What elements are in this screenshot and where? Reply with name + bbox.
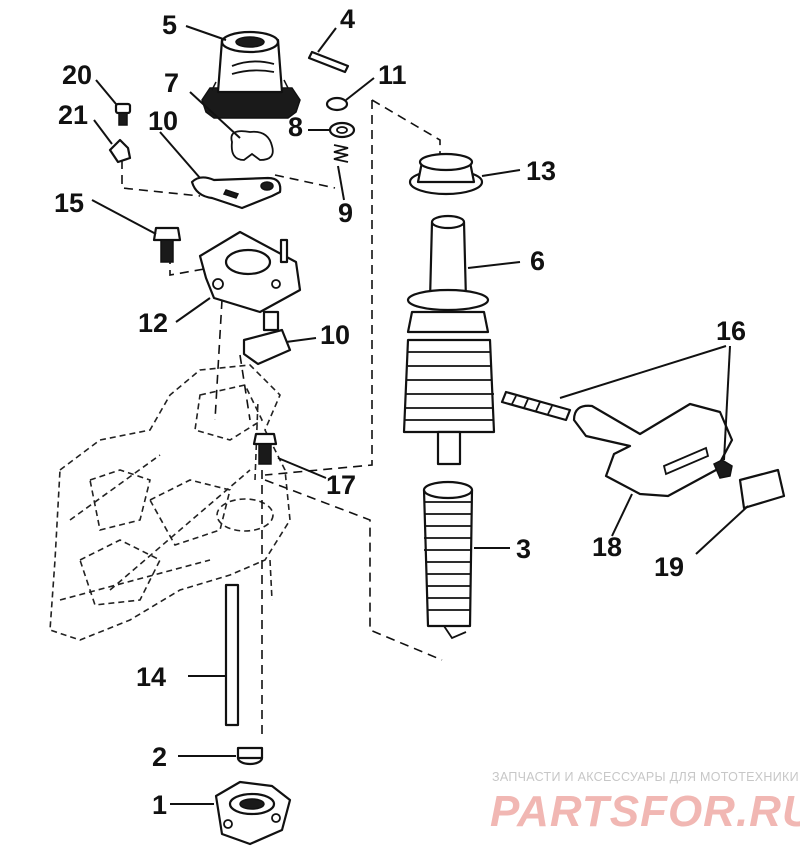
- callout-10-lower: 10: [320, 320, 350, 350]
- callout-labels: 5 4 20 7 11 21 10 8 13 15 9 6 12 10 16 1…: [54, 4, 746, 820]
- callout-8: 8: [288, 112, 303, 142]
- rope-anchor-16: [713, 459, 733, 479]
- bracket-12: [198, 230, 302, 314]
- assembly-lines: [121, 99, 443, 740]
- callout-20: 20: [62, 60, 92, 90]
- bolt-17: [252, 432, 278, 465]
- clip-21: [108, 138, 132, 164]
- callout-11: 11: [378, 60, 407, 90]
- rewind-spring-3: [422, 480, 474, 640]
- callout-18: 18: [592, 532, 622, 562]
- callout-2: 2: [152, 742, 167, 772]
- callout-14: 14: [136, 662, 166, 692]
- callout-10-upper: 10: [148, 106, 178, 136]
- washer-8: [328, 121, 356, 139]
- watermark-brand: PARTSFOR.RU: [490, 787, 800, 836]
- starter-rope-16: [500, 390, 572, 422]
- callout-3: 3: [516, 534, 531, 564]
- bolt-15: [152, 226, 182, 263]
- callout-6: 6: [530, 246, 545, 276]
- spring-clip-7: [230, 130, 274, 161]
- callout-5: 5: [162, 10, 177, 40]
- starter-handle-18: [572, 402, 734, 498]
- screw-20: [114, 102, 132, 126]
- starter-shaft-6: [402, 214, 496, 466]
- lever-cam-10: [242, 310, 292, 366]
- callout-16: 16: [716, 316, 746, 346]
- callout-9: 9: [338, 198, 353, 228]
- callout-15: 15: [54, 188, 84, 218]
- callout-12: 12: [138, 308, 168, 338]
- callout-21: 21: [58, 100, 88, 130]
- pinion-gear-5: [201, 30, 301, 119]
- callout-4: 4: [340, 4, 355, 34]
- spring-9: [333, 144, 349, 163]
- callout-7: 7: [164, 68, 179, 98]
- ghost-housing: [49, 364, 291, 641]
- retaining-ring-11: [325, 96, 349, 112]
- callout-1: 1: [152, 790, 167, 820]
- pin-4: [307, 50, 350, 74]
- callout-17: 17: [326, 470, 356, 500]
- lever-10: [190, 176, 282, 210]
- grommet-2: [236, 746, 264, 766]
- handle-insert-19: [738, 468, 786, 510]
- rod-14: [224, 583, 240, 727]
- callout-19: 19: [654, 552, 684, 582]
- bushing-13: [408, 152, 484, 196]
- leader-lines: [91, 25, 749, 805]
- bearing-housing-1: [214, 780, 292, 846]
- watermark: ЗАПЧАСТИ И АКСЕССУАРЫ ДЛЯ МОТОТЕХНИКИ PA…: [490, 770, 800, 836]
- callout-13: 13: [526, 156, 556, 186]
- watermark-tagline: ЗАПЧАСТИ И АКСЕССУАРЫ ДЛЯ МОТОТЕХНИКИ: [492, 770, 799, 784]
